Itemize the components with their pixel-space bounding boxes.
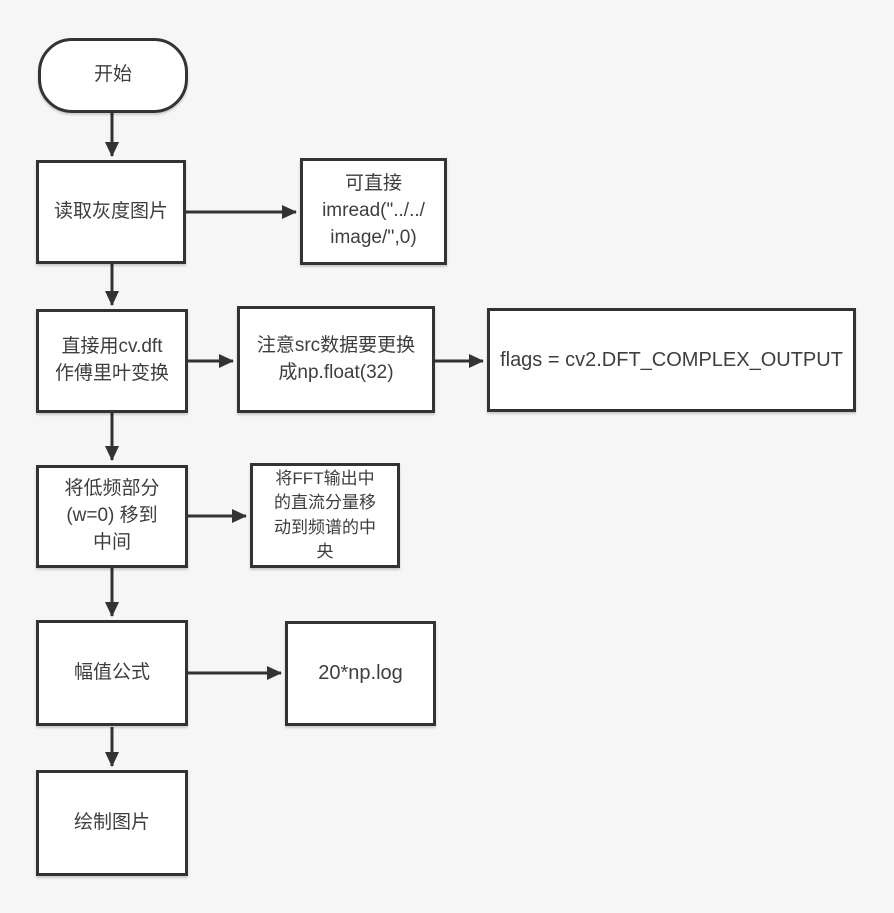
magnitude-formula-node: 幅值公式 [36, 620, 188, 726]
imread-note-node: 可直接 imread("../../ image/'',0) [300, 158, 447, 265]
start-node: 开始 [38, 38, 188, 113]
dft-fourier-transform-node: 直接用cv.dft 作傅里叶变换 [36, 309, 188, 413]
log-scale-note-node: 20*np.log [285, 621, 436, 726]
src-float32-note-node: 注意src数据要更换 成np.float(32) [237, 306, 435, 413]
flags-complex-output-note-node: flags = cv2.DFT_COMPLEX_OUTPUT [487, 308, 856, 412]
draw-image-node: 绘制图片 [36, 770, 188, 876]
read-grayscale-image-node: 读取灰度图片 [36, 160, 186, 264]
fft-dc-center-note-node: 将FFT输出中 的直流分量移 动到频谱的中 央 [250, 463, 400, 568]
shift-low-frequency-node: 将低频部分 (w=0) 移到 中间 [36, 465, 188, 568]
